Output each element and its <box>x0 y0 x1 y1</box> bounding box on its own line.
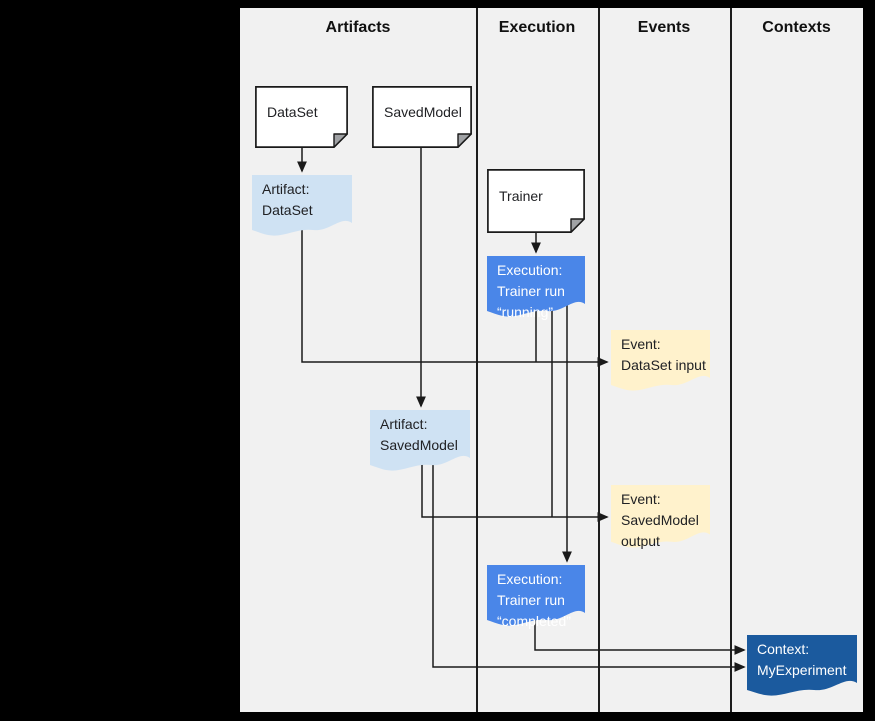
trainer-doc-label: Trainer <box>499 187 543 204</box>
column-header-execution: Execution <box>498 19 576 36</box>
column-header-events: Events <box>637 19 691 36</box>
wavy-document-shape <box>747 635 857 696</box>
dataset-doc-label: DataSet <box>267 103 318 120</box>
document-shape <box>487 169 585 233</box>
wavy-document-shape <box>611 330 710 391</box>
execution-running-node: Execution: Trainer run “running” <box>487 256 585 320</box>
artifact-dataset-label: Artifact: DataSet <box>262 181 313 218</box>
column-header-contexts: Contexts <box>762 19 831 36</box>
execution-running-label: Execution: Trainer run “running” <box>497 262 565 320</box>
dataset-doc-node: DataSet <box>255 86 348 148</box>
wavy-document-shape <box>370 410 470 471</box>
folded-corner-icon <box>333 133 348 148</box>
document-shape <box>372 86 472 148</box>
execution-completed-label: Execution: Trainer run “completed” <box>497 571 571 629</box>
context-myexperiment-label: Context: MyExperiment <box>757 641 847 678</box>
context-myexperiment-node: Context: MyExperiment <box>747 635 857 697</box>
event-dataset-input-node: Event: DataSet input <box>611 330 710 392</box>
event-dataset-input-label: Event: DataSet input <box>621 336 706 373</box>
execution-completed-node: Execution: Trainer run “completed” <box>487 565 585 629</box>
column-divider <box>730 8 732 712</box>
folded-corner-icon <box>570 218 585 233</box>
folded-corner-icon <box>457 133 472 148</box>
artifact-savedmodel-node: Artifact: SavedModel <box>370 410 470 472</box>
column-divider <box>476 8 478 712</box>
wavy-document-shape <box>252 175 352 236</box>
document-shape <box>255 86 348 148</box>
column-header-artifacts: Artifacts <box>325 19 391 36</box>
savedmodel-doc-label: SavedModel <box>384 103 462 120</box>
artifact-dataset-node: Artifact: DataSet <box>252 175 352 237</box>
artifact-savedmodel-label: Artifact: SavedModel <box>380 416 458 453</box>
trainer-doc-node: Trainer <box>487 169 585 233</box>
event-savedmodel-output-node: Event: SavedModel output <box>611 485 710 549</box>
column-divider <box>598 8 600 712</box>
event-savedmodel-output-label: Event: SavedModel output <box>621 491 699 549</box>
savedmodel-doc-node: SavedModel <box>372 86 472 148</box>
